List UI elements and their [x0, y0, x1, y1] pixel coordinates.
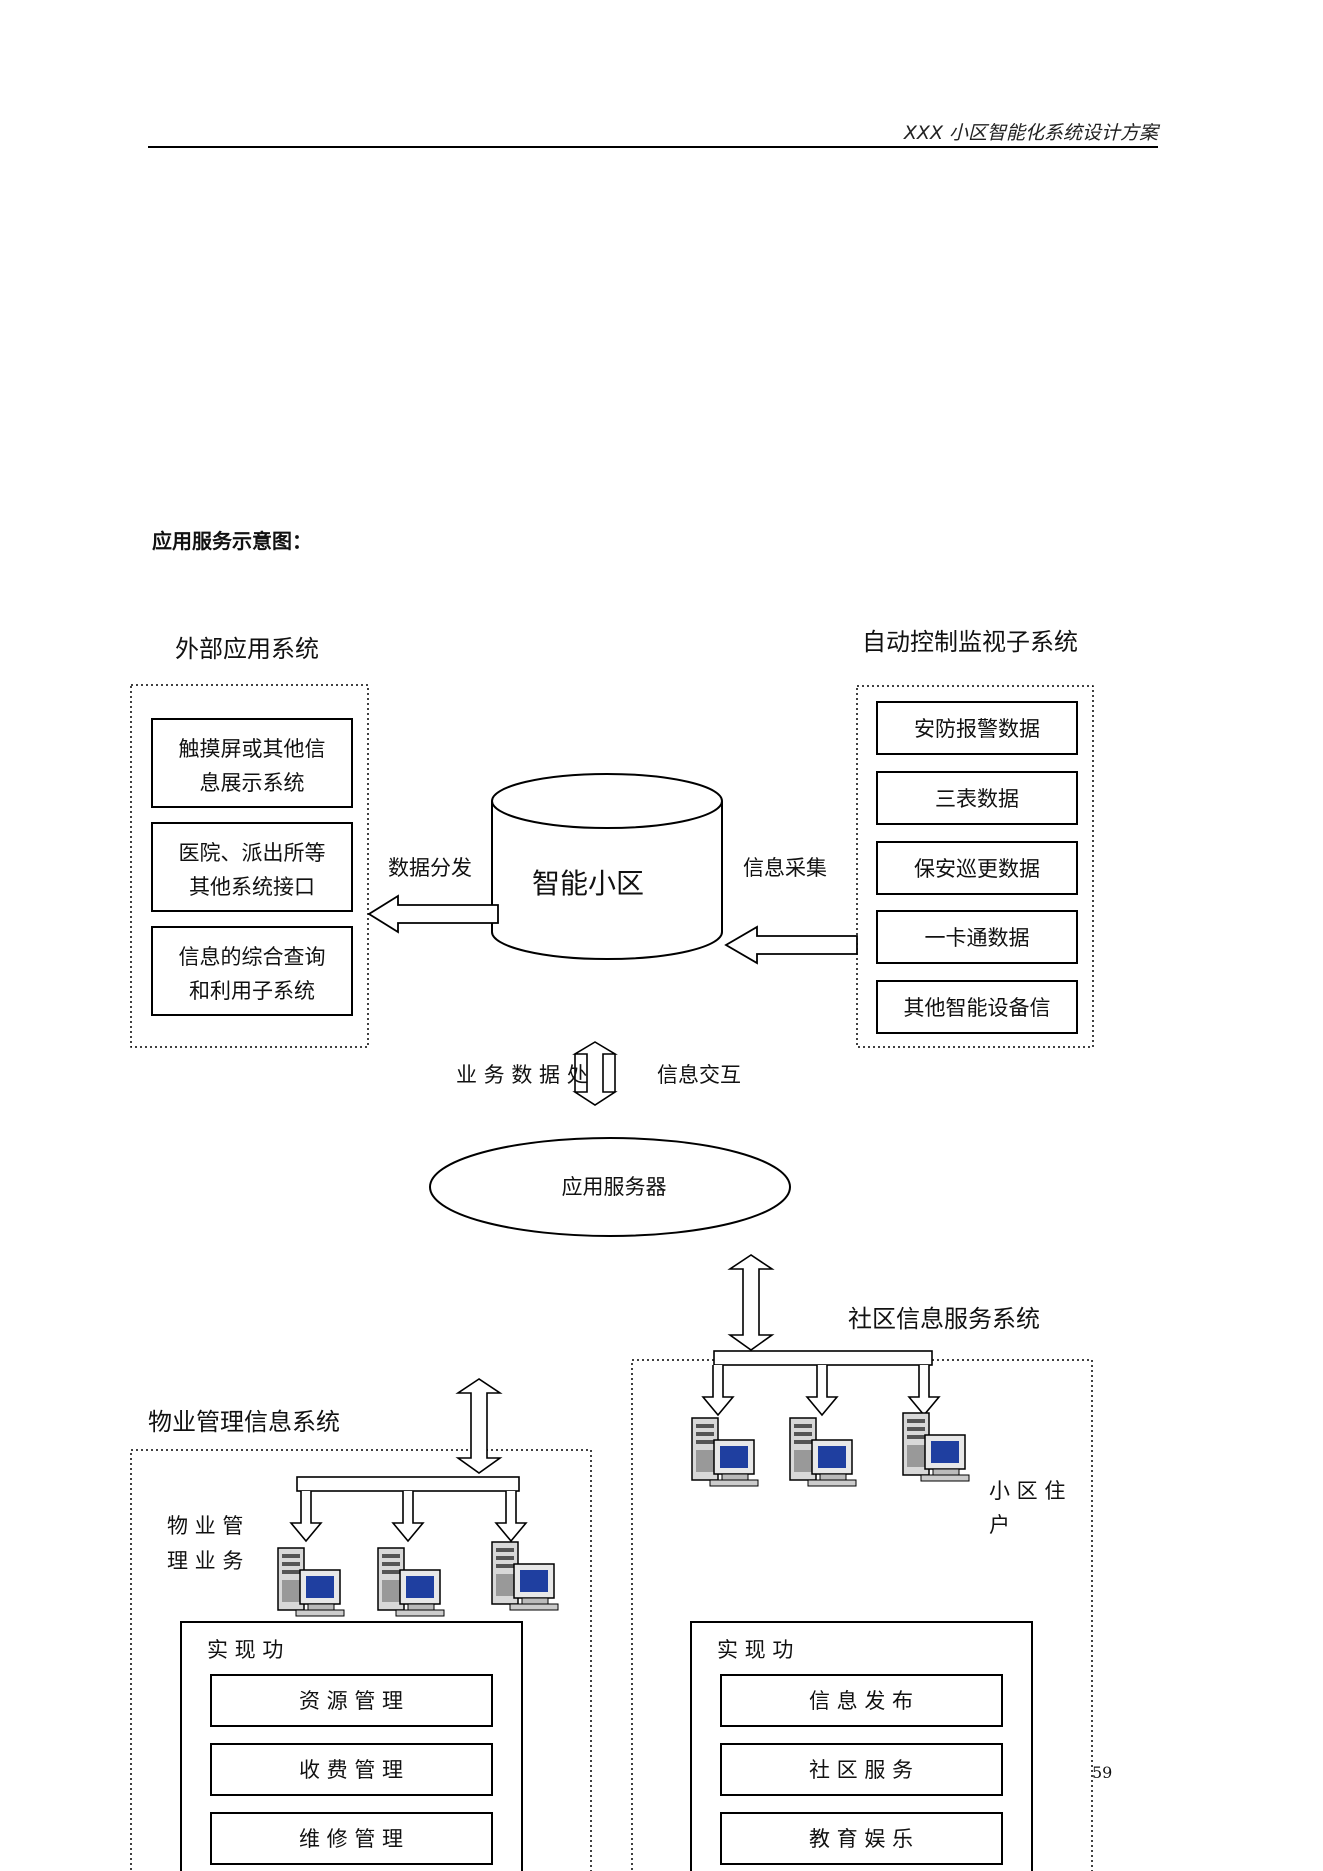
community-system-title: 社区信息服务系统: [848, 1305, 1040, 1333]
auto-item-security-alarm: 安防报警数据: [876, 701, 1078, 755]
figure-caption: 应用服务示意图：: [152, 529, 312, 553]
header-rule: [148, 146, 1158, 148]
external-item-query: 信息的综合查询 和利用子系统: [151, 926, 353, 1016]
computer-icon: [491, 1541, 559, 1611]
external-item-line: 医院、派出所等: [179, 841, 326, 865]
property-side-label: 物 业 管: [167, 1514, 243, 1538]
property-drop-arrow: [494, 1491, 528, 1543]
property-item-resource: 资 源 管 理: [210, 1674, 493, 1727]
information-collection-label: 信息采集: [743, 856, 827, 880]
property-system-group: [130, 1449, 592, 1871]
exchange-right-label: 信息交互: [657, 1063, 741, 1087]
property-bus: [296, 1476, 520, 1492]
community-item-community-service: 社 区 服 务: [720, 1743, 1003, 1796]
computer-icon: [789, 1417, 857, 1487]
community-drop-arrow: [907, 1365, 941, 1417]
property-system-title: 物业管理信息系统: [148, 1408, 340, 1436]
auto-item-label: 三表数据: [935, 787, 1019, 811]
property-item-maintenance: 维 修 管 理: [210, 1812, 493, 1865]
community-functions-title: 实 现 功: [717, 1638, 793, 1662]
property-side-label: 理 业 务: [167, 1549, 243, 1573]
information-collection-arrow: [724, 925, 858, 965]
external-item-line: 其他系统接口: [189, 875, 315, 899]
auto-item-label: 其他智能设备信: [904, 996, 1051, 1020]
auto-item-label: 安防报警数据: [914, 717, 1040, 741]
exchange-double-arrow: [572, 1041, 618, 1106]
community-item-info-publish: 信 息 发 布: [720, 1674, 1003, 1727]
external-item-line: 息展示系统: [200, 771, 305, 795]
header-title: XXX 小区智能化系统设计方案: [903, 122, 1158, 144]
computer-icon: [377, 1547, 445, 1617]
external-item-line: 触摸屏或其他信: [179, 737, 326, 761]
community-drop-arrow: [701, 1365, 735, 1417]
community-item-label: 社 区 服 务: [809, 1758, 913, 1782]
property-item-label: 资 源 管 理: [299, 1689, 403, 1713]
property-item-label: 收 费 管 理: [299, 1758, 403, 1782]
auto-system-group: [856, 685, 1094, 1048]
community-item-education: 教 育 娱 乐: [720, 1812, 1003, 1865]
external-item-hospital-police: 医院、派出所等 其他系统接口: [151, 822, 353, 912]
property-functions-title: 实 现 功: [207, 1638, 283, 1662]
exchange-left-label: 业 务 数 据 处: [456, 1063, 588, 1087]
auto-item-card: 一卡通数据: [876, 910, 1078, 964]
community-side-label: 小 区 住: [989, 1479, 1065, 1503]
community-item-label: 信 息 发 布: [809, 1689, 913, 1713]
property-link-arrow: [455, 1378, 503, 1474]
auto-system-title: 自动控制监视子系统: [862, 628, 1078, 656]
property-item-label: 维 修 管 理: [299, 1827, 403, 1851]
external-item-line: 信息的综合查询: [179, 945, 326, 969]
auto-item-three-meters: 三表数据: [876, 771, 1078, 825]
external-system-group: [130, 684, 369, 1048]
community-side-label: 户: [989, 1513, 1010, 1537]
computer-icon: [277, 1547, 345, 1617]
smart-community-database: 智能小区: [491, 773, 723, 960]
property-drop-arrow: [391, 1491, 425, 1543]
computer-icon: [902, 1412, 970, 1482]
auto-item-patrol: 保安巡更数据: [876, 841, 1078, 895]
application-server: 应用服务器: [429, 1137, 791, 1237]
community-drop-arrow: [805, 1365, 839, 1417]
computer-icon: [691, 1417, 759, 1487]
community-item-label: 教 育 娱 乐: [809, 1827, 913, 1851]
external-item-line: 和利用子系统: [189, 979, 315, 1003]
application-server-label: 应用服务器: [562, 1175, 667, 1199]
auto-item-label: 保安巡更数据: [914, 857, 1040, 881]
database-label: 智能小区: [532, 867, 644, 900]
auto-item-other-devices: 其他智能设备信: [876, 980, 1078, 1034]
auto-item-label: 一卡通数据: [925, 926, 1030, 950]
data-distribution-label: 数据分发: [388, 856, 472, 880]
external-system-title: 外部应用系统: [175, 635, 319, 663]
page-number: 59: [1092, 1763, 1113, 1782]
community-link-arrow: [727, 1254, 775, 1351]
community-bus: [713, 1350, 933, 1366]
property-item-fees: 收 费 管 理: [210, 1743, 493, 1796]
property-drop-arrow: [289, 1491, 323, 1543]
data-distribution-arrow: [367, 894, 499, 934]
external-item-touchscreen: 触摸屏或其他信 息展示系统: [151, 718, 353, 808]
